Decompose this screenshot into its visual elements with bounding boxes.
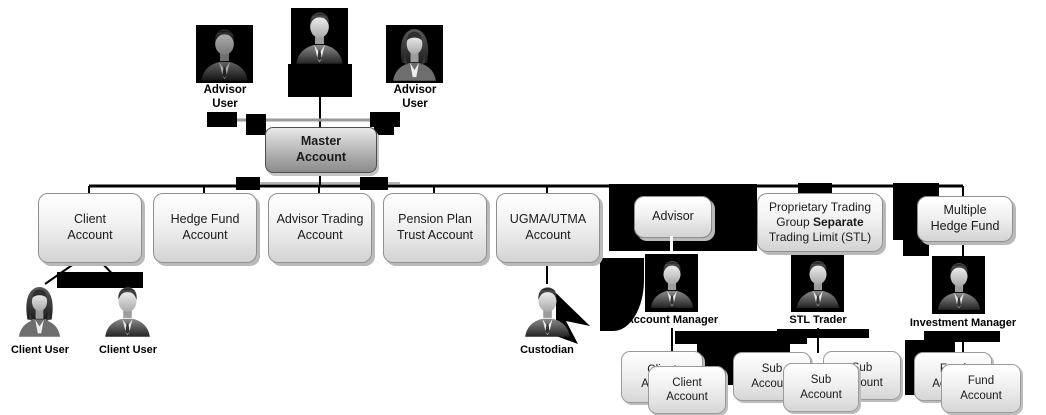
account-manager-label: Account Manager	[625, 314, 719, 326]
artifact-square	[798, 183, 832, 195]
advisor-connector	[670, 236, 673, 252]
artifact-bar	[57, 272, 143, 288]
stl-label: Proprietary Trading Group Separate Tradi…	[768, 200, 872, 244]
artifact-bar	[924, 331, 1000, 342]
stl-trader-label: STL Trader	[789, 314, 847, 326]
advisor-icon	[291, 8, 348, 66]
sub-account-stack-front: Sub Account	[783, 363, 859, 412]
advisor-trading-account-node: Advisor Trading Account	[268, 193, 372, 263]
client-user-icon	[100, 282, 155, 340]
client-user-icon	[12, 282, 67, 340]
stl-trader-icon	[792, 255, 844, 312]
investment-manager-icon	[933, 257, 985, 314]
advisor-label: Advisor	[298, 68, 342, 80]
multiple-hedge-fund-node: Multiple Hedge Fund	[917, 196, 1013, 242]
account-manager-icon	[646, 255, 698, 312]
master-account-label: Master Account	[296, 134, 346, 164]
fund-account-stack-front: Fund Account	[941, 364, 1021, 413]
artifact-bar	[730, 338, 790, 356]
artifact-bar	[777, 329, 869, 338]
artifact-square	[207, 112, 237, 127]
master-account-node: Master Account	[265, 127, 377, 173]
custodian-label: Custodian	[520, 344, 574, 356]
pension-plan-trust-account-node: Pension Plan Trust Account	[383, 193, 487, 263]
ugma-utma-account-label: UGMA/UTMA Account	[509, 212, 587, 242]
client-account-label: Client Account	[67, 212, 113, 242]
advisor-node-label: Advisor	[652, 209, 694, 224]
investment-manager-label: Investment Manager	[909, 317, 1017, 329]
artifact-label-cover	[288, 64, 352, 97]
advisor-trading-account-label: Advisor Trading Account	[276, 212, 364, 242]
advisor-user-label: Advisor User	[393, 84, 437, 110]
artifact-square	[236, 177, 260, 190]
pension-plan-trust-account-label: Pension Plan Trust Account	[397, 212, 473, 242]
client-user-label: Client User	[98, 344, 158, 356]
artifact-square	[246, 114, 266, 135]
client-account-stack-front: Client Account	[648, 366, 726, 414]
advisor-user-icon	[386, 25, 443, 83]
client-user-label: Client User	[10, 344, 70, 356]
client-account-node: Client Account	[38, 193, 142, 263]
advisor-user-icon	[196, 25, 253, 83]
multiple-hedge-fund-label: Multiple Hedge Fund	[930, 203, 1000, 233]
custodian-icon	[520, 282, 575, 340]
advisor-user-label: Advisor User	[203, 84, 247, 110]
proprietary-trading-group-stl-node: Proprietary Trading Group Separate Tradi…	[757, 193, 883, 252]
hedge-fund-account-node: Hedge Fund Account	[153, 193, 257, 263]
advisor-node: Advisor	[634, 196, 712, 238]
artifact-square	[374, 114, 394, 135]
ugma-utma-account-node: UGMA/UTMA Account	[496, 193, 600, 263]
hedge-fund-account-label: Hedge Fund Account	[170, 212, 240, 242]
artifact-square	[360, 177, 388, 190]
